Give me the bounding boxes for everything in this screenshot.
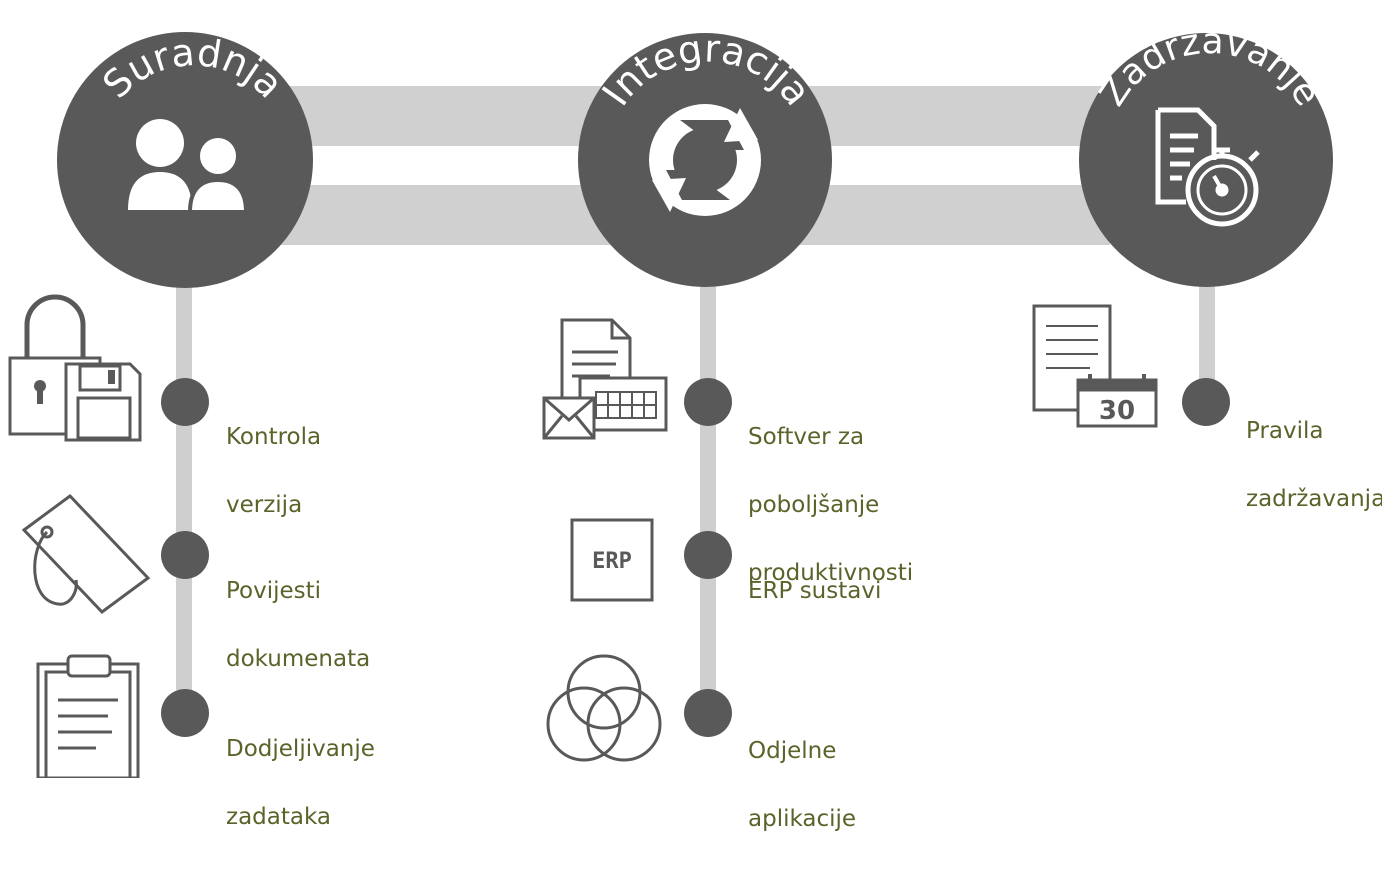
label-line: zadataka — [226, 804, 331, 830]
item-label-povijesti-dokumenata: Povijesti dokumenata — [226, 540, 370, 710]
document-calendar-icon: 30 — [1032, 304, 1158, 428]
document-mail-calendar-icon — [542, 318, 668, 440]
label-line: Dodjeljivanje — [226, 736, 375, 762]
item-dots — [161, 378, 1230, 737]
label-line: Pravila — [1246, 418, 1324, 444]
band-bottom-right — [790, 185, 1110, 245]
venn-circles-icon — [546, 654, 662, 762]
label-line: poboljšanje — [748, 492, 880, 518]
diagram: Suradnja Integracija Zadržavanje — [8, 32, 1333, 778]
erp-icon-text: ERP — [592, 549, 632, 574]
item-dot — [161, 531, 209, 579]
item-dot — [161, 689, 209, 737]
vertical-connectors — [176, 270, 1215, 690]
connector-line-zadrzavanje — [1199, 270, 1215, 400]
item-dot — [684, 689, 732, 737]
item-label-pravila-zadrzavanja: Pravila zadržavanja — [1246, 380, 1382, 550]
band-bottom-left — [270, 185, 610, 245]
label-line: Kontrola — [226, 424, 322, 450]
label-line: Odjelne — [748, 738, 837, 764]
label-line: Povijesti — [226, 578, 322, 604]
band-top-right — [790, 86, 1110, 146]
tag-icon — [21, 494, 151, 614]
clipboard-icon — [36, 654, 140, 778]
label-line: verzija — [226, 492, 303, 518]
connector-line-suradnja — [176, 270, 192, 690]
connector-line-integracija — [700, 270, 716, 690]
item-label-erp-sustavi: ERP sustavi — [748, 540, 881, 642]
connector-bands — [270, 86, 1110, 245]
item-dot — [161, 378, 209, 426]
item-dot — [1182, 378, 1230, 426]
label-line: aplikacije — [748, 806, 857, 832]
band-top-left — [270, 86, 610, 146]
document-stopwatch-icon — [1155, 107, 1260, 227]
sync-icon — [649, 104, 761, 216]
label-line: produktivnosti — [748, 560, 914, 586]
erp-icon: ERP — [570, 518, 654, 602]
label-line: zadržavanja — [1246, 486, 1382, 512]
label-line: ERP sustavi — [748, 578, 882, 604]
item-label-kontrola-verzija: Kontrola verzija — [226, 386, 321, 556]
label-line: Softver za — [748, 424, 865, 450]
hub-circle-suradnja — [57, 32, 313, 288]
item-dot — [684, 378, 732, 426]
item-dot — [684, 531, 732, 579]
label-line: dokumenata — [226, 646, 371, 672]
item-label-softver: Softver za poboljšanje produktivnosti — [748, 386, 913, 624]
item-label-odjelne-aplikacije: Odjelne aplikacije — [748, 700, 856, 870]
item-label-dodjeljivanje-zadataka: Dodjeljivanje zadataka — [226, 698, 375, 868]
padlock-floppy-icon — [8, 294, 142, 442]
calendar-day-text: 30 — [1099, 396, 1135, 426]
users-icon — [128, 119, 249, 214]
